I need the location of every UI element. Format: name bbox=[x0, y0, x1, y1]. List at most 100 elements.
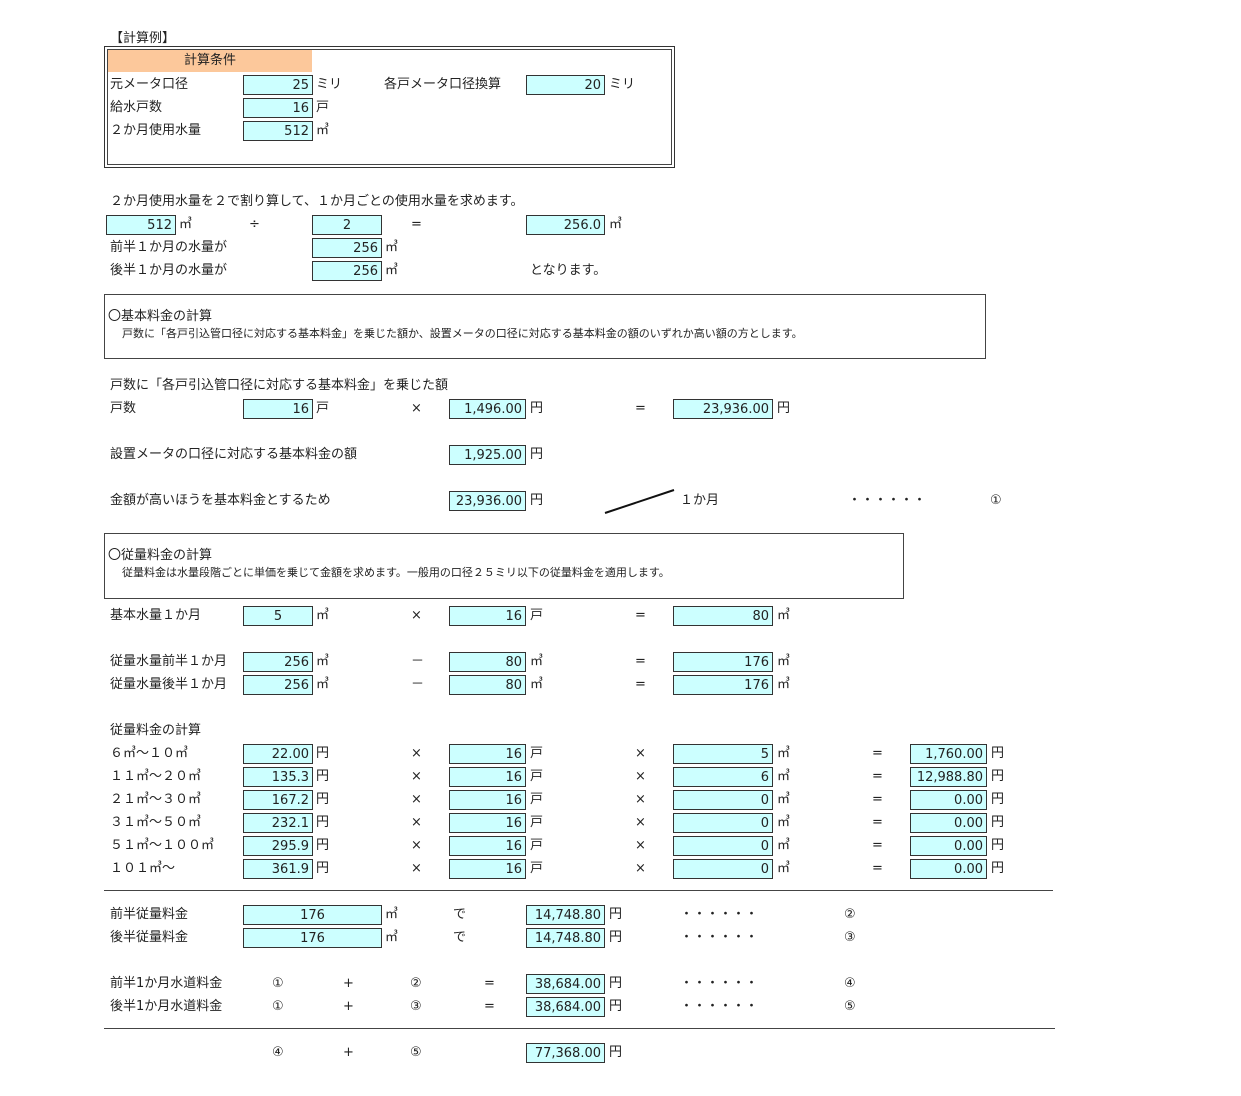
kyusui-label: 給水戸数 bbox=[110, 100, 163, 115]
w2-yen: 円 bbox=[609, 999, 623, 1014]
second-month-label: 後半１か月の水量が bbox=[110, 263, 228, 278]
motometer-unit: ミリ bbox=[316, 77, 343, 92]
basic-line1: 戸数に「各戸引込管口径に対応する基本料金」を乗じた額 bbox=[110, 378, 449, 393]
basic-mark: ① bbox=[990, 493, 1002, 508]
condition-frame bbox=[104, 46, 675, 168]
basic-desc: 戸数に「各戸引込管口径に対応する基本料金」を乗じた額か、設置メータの口径に対応す… bbox=[122, 327, 803, 340]
first-month-label: 前半１か月の水量が bbox=[110, 240, 228, 255]
kosu-value[interactable]: 16 bbox=[243, 399, 313, 419]
tier-qty[interactable]: 0 bbox=[673, 790, 773, 810]
second-month-value[interactable]: 256 bbox=[312, 261, 382, 281]
tier-houses-unit: 戸 bbox=[530, 838, 544, 853]
vol-first-value[interactable]: 256 bbox=[243, 652, 313, 672]
tier-times-2: × bbox=[635, 792, 646, 807]
vol-second-unit: ㎥ bbox=[316, 677, 330, 692]
tier-times-2: × bbox=[635, 815, 646, 830]
tier-qty[interactable]: 0 bbox=[673, 859, 773, 879]
sum-second-label: 後半従量料金 bbox=[110, 930, 189, 945]
w1-c2: ② bbox=[410, 976, 422, 991]
split-result[interactable]: 256.0 bbox=[526, 215, 605, 235]
unit-price[interactable]: 1,496.00 bbox=[449, 399, 526, 419]
base-value[interactable]: 5 bbox=[243, 606, 313, 626]
split-b[interactable]: 2 bbox=[312, 215, 382, 235]
basic-frame bbox=[104, 294, 986, 359]
meter-label: 設置メータの口径に対応する基本料金の額 bbox=[110, 447, 358, 462]
use-unit: ㎥ bbox=[316, 123, 330, 138]
w1-amt[interactable]: 38,684.00 bbox=[526, 974, 605, 994]
tier-price[interactable]: 167.2 bbox=[243, 790, 313, 810]
motometer-value[interactable]: 25 bbox=[243, 75, 313, 95]
tier-price-yen: 円 bbox=[316, 861, 330, 876]
tier-eq: = bbox=[872, 746, 883, 761]
w2-dots: ・・・・・・ bbox=[680, 999, 759, 1014]
sum-first-amt[interactable]: 14,748.80 bbox=[526, 905, 605, 925]
vol-second-sub[interactable]: 80 bbox=[449, 675, 526, 695]
tier-price[interactable]: 361.9 bbox=[243, 859, 313, 879]
tier-amount[interactable]: 0.00 bbox=[910, 790, 987, 810]
kyusui-value[interactable]: 16 bbox=[243, 98, 313, 118]
tier-qty[interactable]: 6 bbox=[673, 767, 773, 787]
sum-first-de: で bbox=[453, 907, 467, 922]
vol-first-res[interactable]: 176 bbox=[673, 652, 773, 672]
tier-qty[interactable]: 0 bbox=[673, 813, 773, 833]
tier-houses[interactable]: 16 bbox=[449, 836, 526, 856]
tier-houses[interactable]: 16 bbox=[449, 859, 526, 879]
minus-sign: － bbox=[411, 677, 425, 692]
base-unit: ㎥ bbox=[316, 608, 330, 623]
tier-amount[interactable]: 0.00 bbox=[910, 859, 987, 879]
split-a[interactable]: 512 bbox=[106, 215, 176, 235]
tier-houses[interactable]: 16 bbox=[449, 790, 526, 810]
high-yen: 円 bbox=[530, 493, 544, 508]
base-total[interactable]: 80 bbox=[673, 606, 773, 626]
tier-amount-yen: 円 bbox=[991, 792, 1005, 807]
basic-dots: ・・・・・・ bbox=[848, 493, 927, 508]
total-amt[interactable]: 77,368.00 bbox=[526, 1043, 605, 1063]
high-value[interactable]: 23,936.00 bbox=[449, 491, 526, 511]
first-month-value[interactable]: 256 bbox=[312, 238, 382, 258]
tier-houses[interactable]: 16 bbox=[449, 813, 526, 833]
sum-second-amt[interactable]: 14,748.80 bbox=[526, 928, 605, 948]
sum-mark3: ③ bbox=[844, 930, 856, 945]
tier-price[interactable]: 135.3 bbox=[243, 767, 313, 787]
tier-times-2: × bbox=[635, 746, 646, 761]
high-label: 金額が高いほうを基本料金とするため bbox=[110, 493, 331, 508]
tier-eq: = bbox=[872, 792, 883, 807]
tier-label: ６㎥～１０㎥ bbox=[110, 746, 189, 761]
vol-first-label: 従量水量前半１か月 bbox=[110, 654, 228, 669]
sum-first-qty[interactable]: 176 bbox=[243, 905, 382, 925]
equals-sign: = bbox=[635, 677, 646, 692]
tier-qty[interactable]: 0 bbox=[673, 836, 773, 856]
use-value[interactable]: 512 bbox=[243, 121, 313, 141]
tier-amount[interactable]: 12,988.80 bbox=[910, 767, 987, 787]
tier-label: ２１㎥～３０㎥ bbox=[110, 792, 202, 807]
split-result-unit: ㎥ bbox=[609, 217, 623, 232]
tier-houses[interactable]: 16 bbox=[449, 767, 526, 787]
kakko-value[interactable]: 20 bbox=[526, 75, 605, 95]
basic-product[interactable]: 23,936.00 bbox=[673, 399, 773, 419]
tier-qty[interactable]: 5 bbox=[673, 744, 773, 764]
vol-first-sub[interactable]: 80 bbox=[449, 652, 526, 672]
sum-second-qty[interactable]: 176 bbox=[243, 928, 382, 948]
tier-price[interactable]: 232.1 bbox=[243, 813, 313, 833]
tier-amount[interactable]: 0.00 bbox=[910, 836, 987, 856]
tier-price[interactable]: 295.9 bbox=[243, 836, 313, 856]
vol-second-res[interactable]: 176 bbox=[673, 675, 773, 695]
second-month-unit: ㎥ bbox=[385, 263, 399, 278]
tier-price-yen: 円 bbox=[316, 769, 330, 784]
meter-value[interactable]: 1,925.00 bbox=[449, 445, 526, 465]
vol-second-value[interactable]: 256 bbox=[243, 675, 313, 695]
base-houses[interactable]: 16 bbox=[449, 606, 526, 626]
tier-qty-unit: ㎥ bbox=[777, 861, 791, 876]
tier-houses-unit: 戸 bbox=[530, 769, 544, 784]
tier-times-1: × bbox=[411, 861, 422, 876]
tier-price[interactable]: 22.00 bbox=[243, 744, 313, 764]
tier-amount[interactable]: 1,760.00 bbox=[910, 744, 987, 764]
w2-amt[interactable]: 38,684.00 bbox=[526, 997, 605, 1017]
sum-second-unit: ㎥ bbox=[385, 930, 399, 945]
tier-houses[interactable]: 16 bbox=[449, 744, 526, 764]
condition-header: 計算条件 bbox=[108, 50, 312, 72]
tier-amount[interactable]: 0.00 bbox=[910, 813, 987, 833]
vol-second-sub-unit: ㎥ bbox=[530, 677, 544, 692]
tier-label: ３１㎥～５０㎥ bbox=[110, 815, 202, 830]
tier-amount-yen: 円 bbox=[991, 838, 1005, 853]
